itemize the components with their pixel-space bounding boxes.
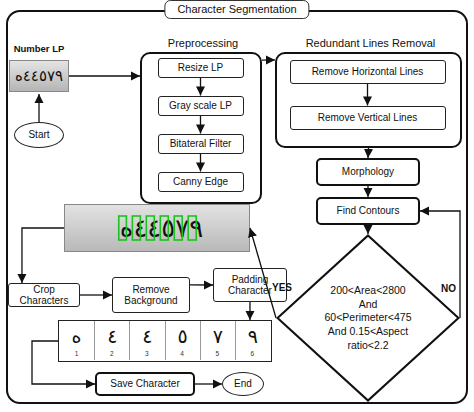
- flow-arrow: [420, 211, 460, 318]
- flow-arrow: [69, 75, 140, 76]
- box-text: Find Contours: [337, 205, 400, 217]
- decision-text: 200<Area<2800 And 60<Perimeter<475 And 0…: [323, 284, 413, 352]
- process-box: Morphology: [316, 158, 420, 186]
- flow-arrow: [195, 383, 222, 384]
- flow-arrow: [249, 302, 250, 320]
- outer-frame: Number LPه٤٤٥٧٩StartResize LPGray scale …: [6, 10, 468, 404]
- segmented-image: ه٤٤٥٧٩: [64, 204, 250, 252]
- start-terminal: Start: [14, 122, 64, 148]
- process-box: Find Contours: [316, 197, 420, 225]
- box-text: Bitateral Filter: [170, 138, 232, 150]
- flow-arrow: [38, 94, 39, 122]
- group-box: Remove Horizontal LinesRemove Vertical L…: [275, 52, 462, 148]
- box-text: Resize LP: [178, 62, 224, 74]
- group-heading: Redundant Lines Removal: [267, 37, 474, 50]
- callout-number: 2: [94, 350, 129, 358]
- box-text: Save Character: [110, 378, 179, 390]
- box-text: Start: [28, 129, 49, 141]
- edge-label: NO: [441, 283, 456, 294]
- callout-number: 1: [59, 350, 94, 358]
- flow-arrow: [367, 148, 369, 158]
- image-heading: Number LP: [5, 44, 73, 55]
- flow-arrow: [200, 116, 201, 134]
- flow-arrow: [22, 228, 64, 283]
- flow-arrow: [367, 225, 368, 234]
- box-text: Remove Horizontal Lines: [312, 66, 424, 78]
- flow-arrow: [200, 78, 201, 96]
- edge-label: YES: [272, 282, 292, 293]
- flow-arrow: [367, 186, 368, 197]
- diagram-title: Character Segmentation: [164, 0, 309, 19]
- flow-arrow: [32, 341, 95, 384]
- process-box: Bitateral Filter: [158, 134, 244, 154]
- box-text: Crop Characters: [12, 284, 76, 307]
- segment-box: [119, 216, 127, 240]
- decision-diamond: 200<Area<2800 And 60<Perimeter<475 And 0…: [276, 234, 460, 402]
- character-strip: ه٤٤٥٧٩123456: [58, 320, 272, 362]
- flow-arrow: [80, 294, 112, 295]
- box-text: Remove Background: [116, 284, 186, 307]
- callout-number: 4: [165, 350, 200, 358]
- segment-box: [160, 216, 168, 240]
- plate-characters: ه٤٤٥٧٩: [9, 60, 69, 92]
- box-text: End: [234, 378, 252, 390]
- flow-arrow: [190, 284, 213, 285]
- flow-arrow: [250, 228, 276, 318]
- box-text: Remove Vertical Lines: [318, 112, 418, 124]
- segment-box: [132, 216, 140, 240]
- process-box: Remove Vertical Lines: [290, 106, 446, 130]
- process-box: Resize LP: [158, 58, 244, 78]
- process-box: Remove Background: [112, 277, 190, 313]
- callout-number: 5: [200, 350, 235, 358]
- group-box: Resize LP Gray scale LP Bitateral FilterCa…: [140, 52, 262, 204]
- process-box: Remove Horizontal Lines: [290, 60, 446, 84]
- box-text: Gray scale LP: [169, 100, 232, 112]
- diamond-outline: [278, 236, 459, 401]
- process-box: Crop Characters: [8, 283, 80, 307]
- callout-number: 6: [235, 350, 270, 358]
- flow-arrow: [262, 59, 275, 60]
- process-box: Canny Edge: [158, 172, 244, 192]
- group-heading: Preprocessing: [132, 37, 274, 50]
- segmented-characters: ه٤٤٥٧٩: [65, 205, 249, 251]
- box-text: Morphology: [342, 166, 394, 178]
- box-text: Canny Edge: [173, 176, 228, 188]
- process-box: Gray scale LP: [158, 96, 244, 116]
- plate-image: Number LPه٤٤٥٧٩: [9, 44, 69, 94]
- callout-number: 3: [129, 350, 164, 358]
- segment-box: [188, 216, 196, 240]
- end-terminal: End: [222, 372, 264, 396]
- process-box: Save Character: [95, 372, 195, 396]
- segment-box: [146, 216, 154, 240]
- flow-arrow: [367, 84, 368, 106]
- flow-arrow: [200, 154, 201, 172]
- segment-box: [174, 216, 182, 240]
